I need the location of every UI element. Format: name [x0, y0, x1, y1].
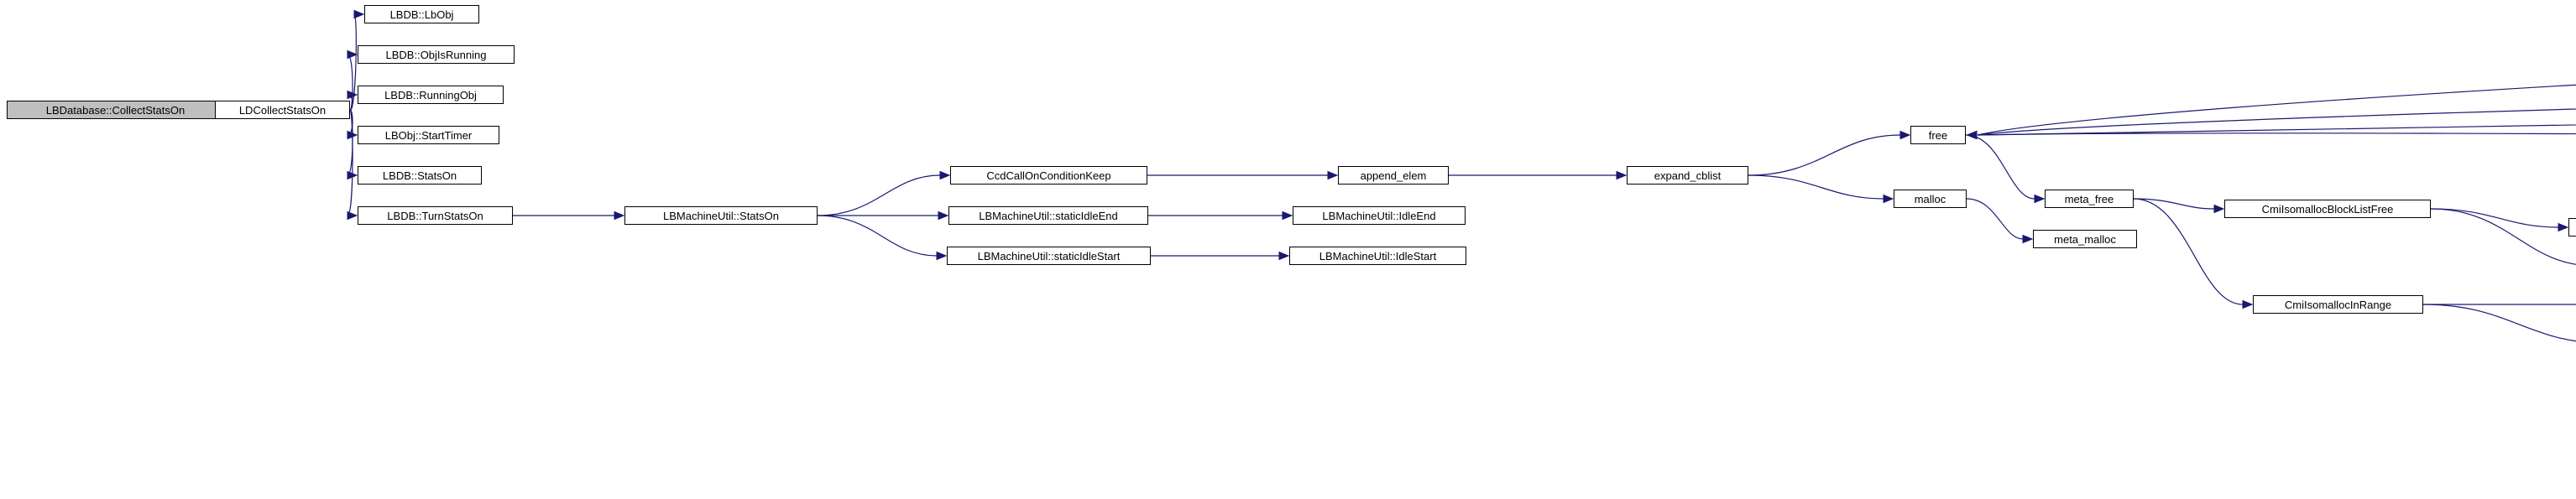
graph-node[interactable]: LBDatabase::CollectStatsOn — [7, 101, 224, 119]
graph-node-label: LBDB::TurnStatsOn — [387, 209, 483, 222]
graph-node[interactable]: CmiIsomallocFree — [2568, 218, 2576, 237]
graph-node-label: LBDB::ObjIsRunning — [385, 48, 487, 61]
graph-node-label: LBMachineUtil::IdleStart — [1319, 249, 1437, 262]
graph-node-label: CmiIsomallocBlockListFree — [2261, 202, 2394, 216]
graph-node[interactable]: LBObj::StartTimer — [358, 126, 499, 144]
graph-node-label: LBDB::RunningObj — [384, 88, 477, 101]
graph-node[interactable]: append_elem — [1338, 166, 1449, 185]
graph-node[interactable]: expand_cblist — [1627, 166, 1748, 185]
graph-node-label: LBMachineUtil::staticIdleStart — [977, 249, 1121, 262]
graph-node-label: append_elem — [1360, 169, 1427, 182]
graph-node[interactable]: malloc — [1894, 190, 1967, 208]
graph-node-label: malloc — [1914, 192, 1946, 205]
graph-node-label: CmiIsomallocInRange — [2284, 298, 2392, 311]
graph-node[interactable]: CmiIsomallocBlockListFree — [2224, 200, 2431, 218]
graph-node[interactable]: LBMachineUtil::StatsOn — [624, 206, 818, 225]
graph-node[interactable]: LBMachineUtil::staticIdleEnd — [948, 206, 1148, 225]
graph-node-label: expand_cblist — [1654, 169, 1722, 182]
graph-node[interactable]: LBDB::TurnStatsOn — [358, 206, 513, 225]
graph-node[interactable]: meta_free — [2045, 190, 2134, 208]
graph-node-label: meta_free — [2064, 192, 2114, 205]
graph-node[interactable]: free — [1910, 126, 1966, 144]
graph-node-label: CcdCallOnConditionKeep — [986, 169, 1111, 182]
graph-node[interactable]: LBMachineUtil::IdleEnd — [1293, 206, 1466, 225]
graph-node[interactable]: LBDB::StatsOn — [358, 166, 482, 185]
graph-node-label: LBDB::StatsOn — [382, 169, 457, 182]
graph-node[interactable]: LBMachineUtil::staticIdleStart — [947, 247, 1151, 265]
graph-node[interactable]: LBDB::LbObj — [364, 5, 479, 23]
graph-node[interactable]: LBMachineUtil::IdleStart — [1289, 247, 1466, 265]
graph-node-label: LBMachineUtil::StatsOn — [662, 209, 779, 222]
graph-node-label: LBDB::LbObj — [389, 8, 454, 21]
graph-node-label: LDCollectStatsOn — [238, 103, 327, 117]
graph-node-label: LBObj::StartTimer — [384, 128, 473, 142]
graph-node[interactable]: CcdCallOnConditionKeep — [950, 166, 1147, 185]
graph-node-label: LBMachineUtil::IdleEnd — [1322, 209, 1436, 222]
graph-node-label: LBDatabase::CollectStatsOn — [45, 103, 185, 117]
graph-node[interactable]: LDCollectStatsOn — [215, 101, 350, 119]
graph-node[interactable]: CmiIsomallocInRange — [2253, 295, 2423, 314]
graph-node[interactable]: meta_malloc — [2033, 230, 2137, 248]
graph-node[interactable]: LBDB::ObjIsRunning — [358, 45, 515, 64]
graph-node-label: LBMachineUtil::staticIdleEnd — [979, 209, 1118, 222]
graph-node-label: meta_malloc — [2054, 232, 2116, 246]
graph-node[interactable]: LBDB::RunningObj — [358, 86, 504, 104]
graph-node-label: free — [1928, 128, 1948, 142]
